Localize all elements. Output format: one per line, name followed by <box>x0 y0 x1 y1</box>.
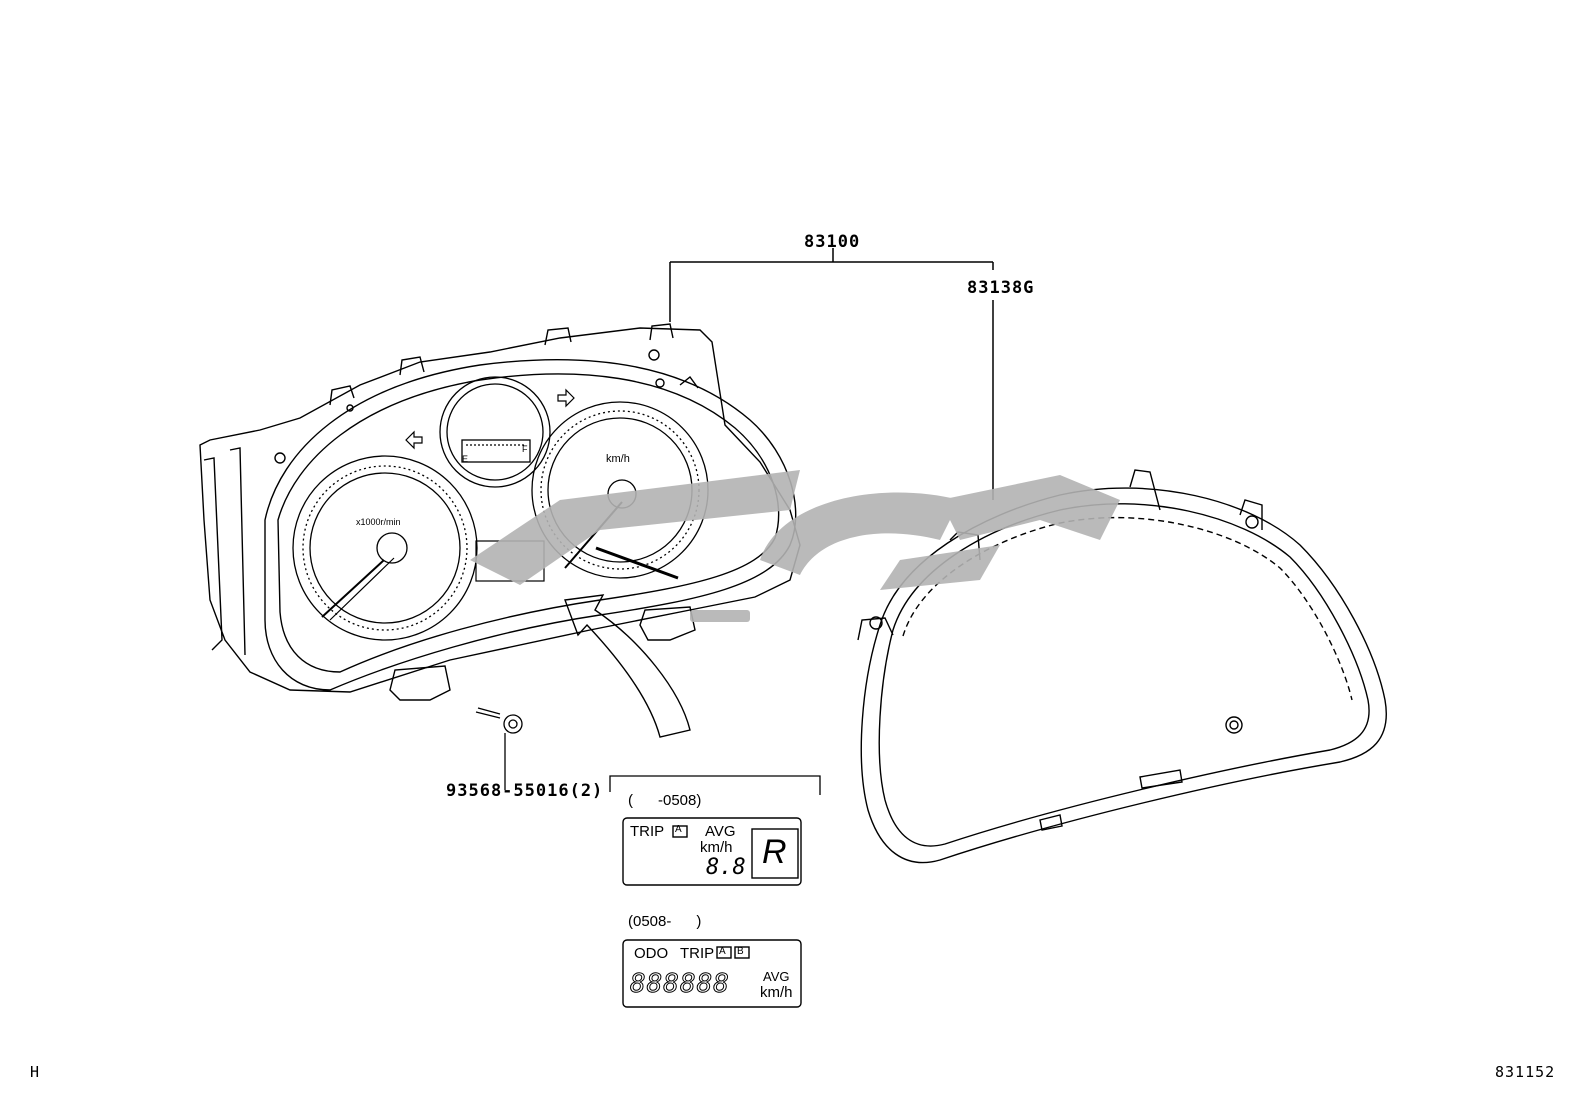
screw-93568 <box>475 707 523 790</box>
late-digits: 888888 <box>630 969 730 1000</box>
figure-code: 831152 <box>1495 1063 1556 1081</box>
note-bracket <box>609 775 821 795</box>
early-gear-indicator: R <box>762 833 787 871</box>
late-date-range: (0508- ) <box>628 913 702 930</box>
fuel-gauge: E F <box>439 376 551 488</box>
leader-83100 <box>669 248 994 500</box>
display-panel-late <box>622 939 802 1008</box>
tachometer-unit: x1000r/min <box>356 517 401 527</box>
late-trip-label: TRIP <box>680 945 715 962</box>
early-unit-label: km/h <box>700 839 733 856</box>
left-turn-indicator-icon <box>405 430 423 450</box>
watermark-logo <box>470 470 1120 622</box>
detail-pointer-arrow <box>564 594 691 738</box>
display-panel-early <box>622 817 802 886</box>
early-trip-label: TRIP <box>630 823 665 840</box>
late-avg-label: AVG <box>763 969 790 984</box>
late-odo-label: ODO <box>634 945 669 962</box>
early-digits: 8.8 <box>706 855 746 880</box>
early-avg-label: AVG <box>705 823 736 840</box>
corner-mark: H <box>30 1063 40 1081</box>
speedometer-unit: km/h <box>606 453 630 465</box>
right-turn-indicator-icon <box>557 388 575 408</box>
fuel-full-mark: F <box>522 444 528 454</box>
late-badge-a: A <box>719 946 726 957</box>
early-trip-badge: A <box>675 824 682 835</box>
early-date-range: ( -0508) <box>628 792 702 809</box>
fuel-empty-mark: E <box>462 454 468 464</box>
part-label-93568: 93568-55016(2) <box>446 781 604 801</box>
part-label-83100: 83100 <box>804 232 861 252</box>
part-label-83138g: 83138G <box>967 278 1035 298</box>
late-badge-b: B <box>737 946 744 957</box>
tachometer: x1000r/min <box>292 455 478 641</box>
late-unit-label: km/h <box>760 984 793 1001</box>
